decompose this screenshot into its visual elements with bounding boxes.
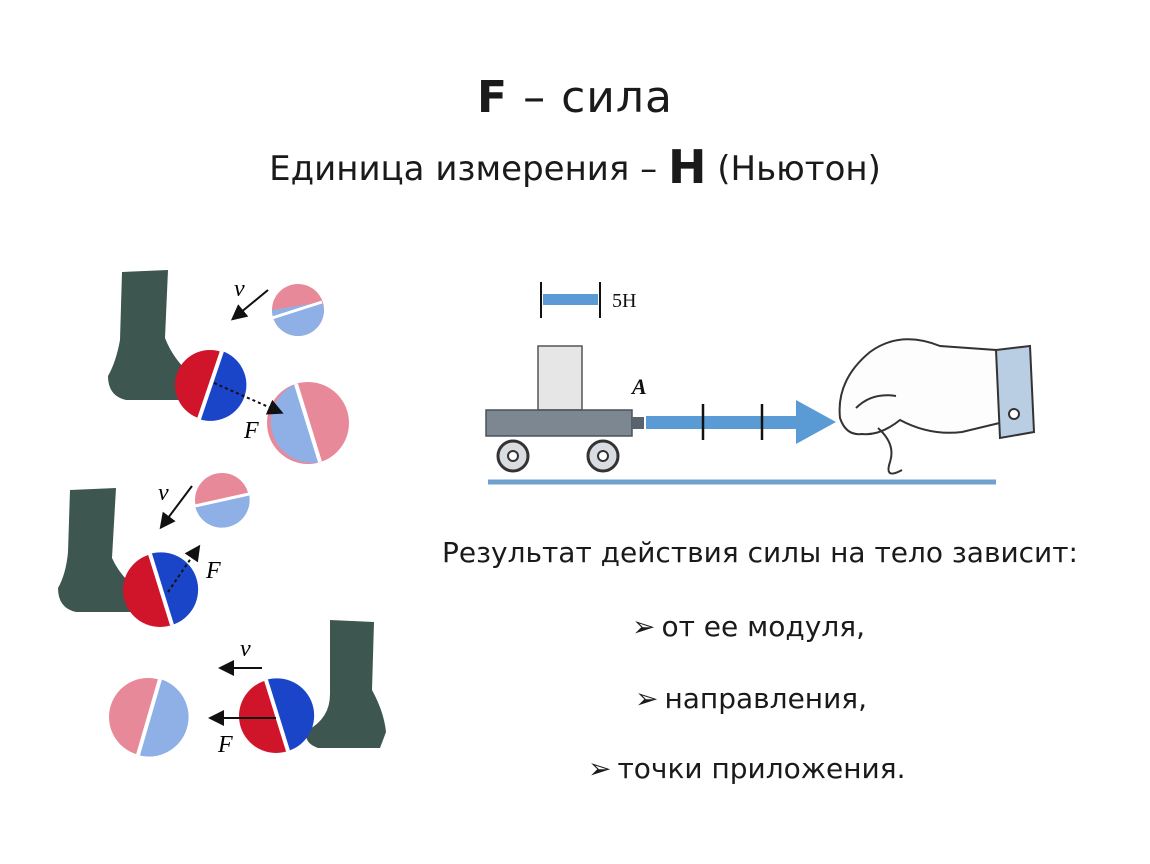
boot-icon xyxy=(108,270,186,400)
velocity-arrow-icon xyxy=(159,485,193,530)
arrow-bullet-icon: ➢ xyxy=(635,682,659,715)
point-label: A xyxy=(630,374,647,399)
bullet-text: направления, xyxy=(664,682,868,715)
block xyxy=(537,345,583,411)
boot-icon xyxy=(58,488,138,612)
ball-small-icon xyxy=(271,284,324,336)
title-unit: Единица измерения – Н (Ньютон) xyxy=(0,140,1150,194)
ball-moved-icon xyxy=(267,382,349,464)
force-arrow-icon xyxy=(213,382,284,415)
force-label: F xyxy=(243,418,259,444)
unit-prefix: Единица измерения – xyxy=(269,149,668,189)
force-label: F xyxy=(217,732,233,758)
wheel-icon xyxy=(496,439,530,473)
force-label: F xyxy=(205,558,221,584)
cart-scene: 5Н A xyxy=(485,282,1036,485)
arrow-bullet-icon: ➢ xyxy=(588,752,612,785)
force-text: – сила xyxy=(508,72,673,123)
scale-bar xyxy=(543,294,598,305)
hand-icon xyxy=(838,338,1036,475)
wheel-icon xyxy=(586,439,620,473)
force-symbol: F xyxy=(477,72,509,123)
arrow-bullet-icon: ➢ xyxy=(632,610,656,643)
ball-icon xyxy=(123,552,199,627)
title-force: F – сила xyxy=(0,72,1150,123)
ball-small-icon xyxy=(194,473,250,528)
kick-scene-3: v F xyxy=(109,620,386,758)
force-arrow-icon xyxy=(167,544,201,593)
bullet-item: ➢от ее модуля, xyxy=(632,610,865,643)
ball-icon xyxy=(239,678,315,753)
bullet-text: от ее модуля, xyxy=(661,610,865,643)
ball-icon xyxy=(175,350,247,421)
kick-scene-1: v F xyxy=(108,270,349,464)
velocity-label: v xyxy=(240,636,251,662)
bullet-text: точки приложения. xyxy=(617,752,906,785)
ball-moved-icon xyxy=(109,678,189,757)
kick-scene-2: v F xyxy=(58,473,250,627)
force-vector xyxy=(646,416,798,429)
result-heading: Результат действия силы на тело зависит: xyxy=(442,536,1078,569)
velocity-label: v xyxy=(234,276,245,302)
boot-icon xyxy=(306,620,386,748)
unit-symbol: Н xyxy=(667,140,707,194)
bullet-item: ➢точки приложения. xyxy=(588,752,905,785)
force-arrowhead-icon xyxy=(796,400,836,444)
bullet-item: ➢направления, xyxy=(635,682,867,715)
velocity-arrow-icon xyxy=(230,289,269,321)
unit-name: (Ньютон) xyxy=(706,149,881,189)
velocity-label: v xyxy=(158,480,169,506)
scale-label: 5Н xyxy=(612,290,636,312)
cart xyxy=(485,409,633,437)
